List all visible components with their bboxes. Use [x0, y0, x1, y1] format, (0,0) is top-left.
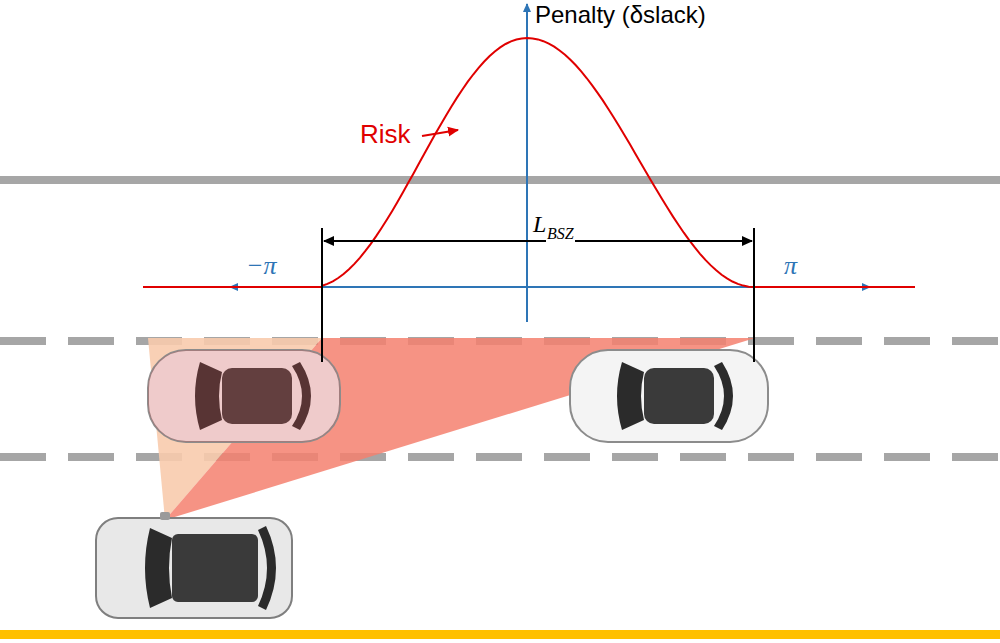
axis-limit: π — [784, 252, 797, 281]
leader-arrow — [422, 130, 458, 136]
dimension-subscript: BSZ — [546, 225, 575, 243]
axis-limit: −π — [246, 252, 277, 281]
road-edge — [0, 176, 1000, 184]
car — [570, 350, 768, 442]
curve-label: Risk — [360, 120, 411, 149]
dimension-arrow — [324, 240, 752, 242]
lane-marking — [0, 453, 1000, 461]
risk-curve — [143, 38, 915, 287]
bracket-tick — [321, 228, 323, 362]
bracket-tick — [753, 228, 755, 362]
penalty-axis — [526, 4, 528, 322]
road-yellow-line — [0, 630, 1000, 639]
axis-title: Penalty (δslack) — [535, 2, 706, 28]
ego-suv — [96, 512, 292, 618]
car — [148, 350, 340, 442]
